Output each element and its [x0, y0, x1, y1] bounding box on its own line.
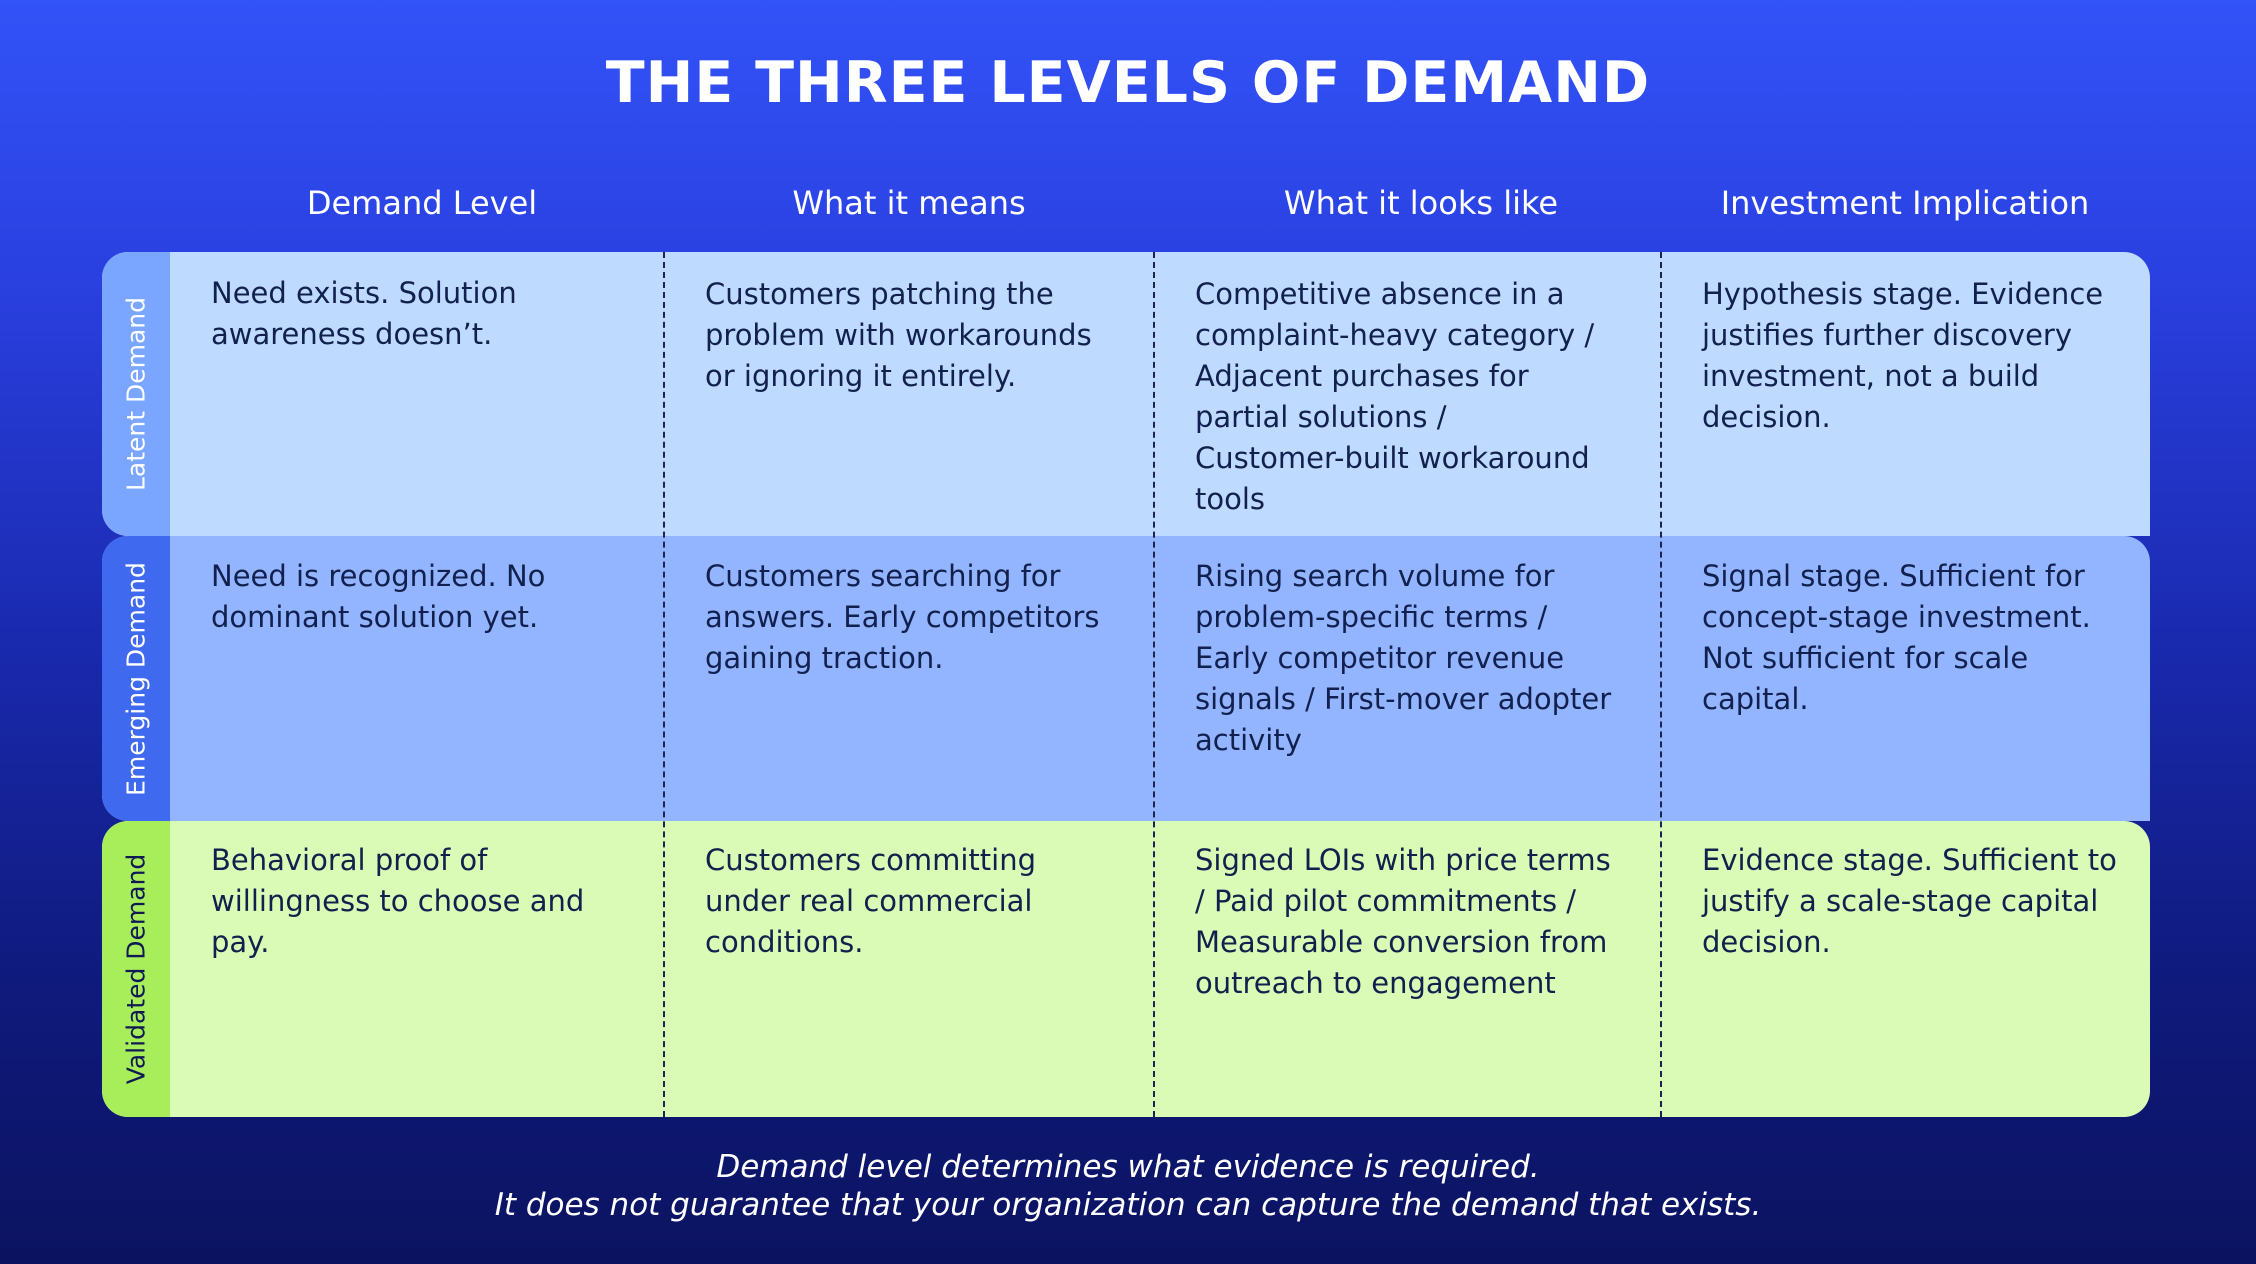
cell-demand-level: Need exists. Solution awareness doesn’t. — [211, 276, 517, 351]
column-divider — [1660, 252, 1662, 1117]
column-divider — [1153, 252, 1155, 1117]
cell-what-it-looks-like: Competitive absence in a complaint-heavy… — [1195, 277, 1595, 516]
column-header-demand-level: Demand Level — [306, 184, 538, 222]
row-tab-latent-demand: Latent Demand — [102, 252, 170, 536]
row-label-emerging-demand: Emerging Demand — [121, 561, 151, 796]
cell-investment-implication: Signal stage. Sufficient for concept-sta… — [1702, 559, 2091, 716]
cell-what-it-means: Customers committing under real commerci… — [705, 843, 1037, 959]
table-row-validated-demand: Validated Demand Behavioral proof of wil… — [102, 821, 2150, 1117]
cell-demand-level: Need is recognized. No dominant solution… — [211, 559, 546, 634]
cell-demand-level: Behavioral proof of willingness to choos… — [211, 843, 585, 959]
footer-note: Demand level determines what evidence is… — [0, 1148, 2256, 1224]
column-header-what-it-means: What it means — [792, 184, 1026, 222]
page-title: THE THREE LEVELS OF DEMAND — [605, 50, 1651, 116]
cell-what-it-looks-like: Signed LOIs with price terms / Paid pilo… — [1195, 843, 1611, 1000]
column-header-investment-implication: Investment Implication — [1720, 184, 2090, 222]
row-label-validated-demand: Validated Demand — [121, 853, 151, 1085]
cell-what-it-means: Customers patching the problem with work… — [705, 277, 1092, 393]
cell-what-it-looks-like: Rising search volume for problem-specifi… — [1195, 559, 1612, 757]
cell-investment-implication: Evidence stage. Sufficient to justify a … — [1702, 843, 2117, 959]
column-header-what-it-looks-like: What it looks like — [1283, 184, 1559, 222]
footer-line-1: Demand level determines what evidence is… — [716, 1149, 1540, 1185]
column-divider — [663, 252, 665, 1117]
cell-investment-implication: Hypothesis stage. Evidence justifies fur… — [1702, 277, 2104, 434]
row-tab-emerging-demand: Emerging Demand — [102, 536, 170, 821]
row-tab-validated-demand: Validated Demand — [102, 821, 170, 1117]
footer-line-2: It does not guarantee that your organiza… — [494, 1187, 1762, 1223]
table-row-latent-demand: Latent Demand Need exists. Solution awar… — [102, 252, 2150, 536]
row-label-latent-demand: Latent Demand — [121, 296, 151, 492]
table-row-emerging-demand: Emerging Demand Need is recognized. No d… — [102, 536, 2150, 821]
demand-levels-table: Latent Demand Need exists. Solution awar… — [102, 252, 2150, 1117]
cell-what-it-means: Customers searching for answers. Early c… — [705, 559, 1100, 675]
